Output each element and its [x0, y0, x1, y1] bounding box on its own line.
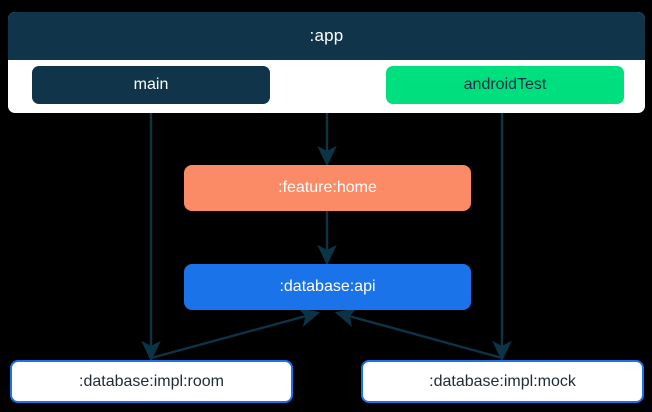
- app-title-label: :app: [309, 26, 344, 45]
- module-node-feature-home-label: :feature:home: [278, 179, 377, 196]
- module-node-database-impl-mock-label: :database:impl:mock: [429, 372, 576, 390]
- source-set-main-label: main: [133, 76, 169, 93]
- source-set-main[interactable]: main: [32, 66, 270, 104]
- module-node-database-api[interactable]: :database:api: [184, 264, 471, 310]
- edge-database-impl-mock-to-database-api: [334, 308, 503, 360]
- edge-database-impl-room-to-database-api: [150, 308, 321, 360]
- module-node-database-impl-room-label: :database:impl:room: [79, 372, 224, 390]
- module-node-feature-home[interactable]: :feature:home: [184, 165, 471, 211]
- source-set-androidtest[interactable]: androidTest: [386, 66, 624, 104]
- module-node-database-impl-room[interactable]: :database:impl:room: [10, 360, 293, 403]
- source-set-androidtest-label: androidTest: [463, 76, 547, 93]
- module-node-database-impl-mock[interactable]: :database:impl:mock: [361, 360, 644, 403]
- module-node-database-api-label: :database:api: [279, 278, 376, 295]
- app-header: :app: [8, 12, 645, 60]
- module-node-app[interactable]: :app main androidTest: [8, 12, 645, 113]
